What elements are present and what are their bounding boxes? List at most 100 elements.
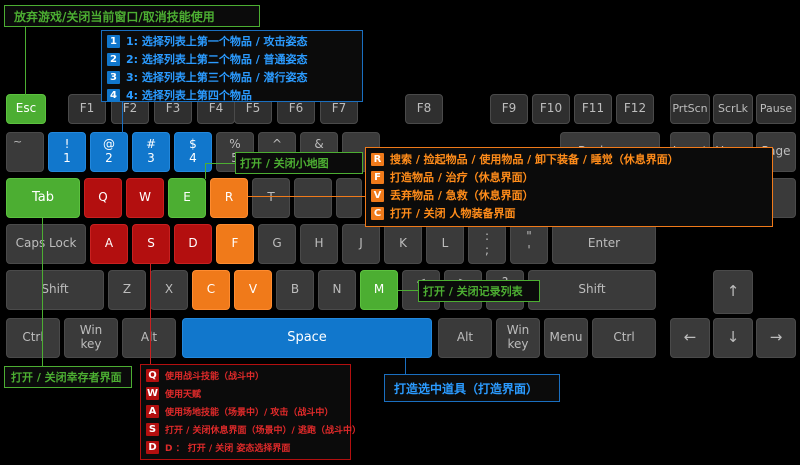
red-text-q: 使用战斗技能（战斗中）: [165, 371, 265, 382]
e-connector-h: [205, 163, 235, 164]
win-left-key[interactable]: Win key: [64, 318, 118, 358]
arrow-left-key[interactable]: ←: [670, 318, 710, 358]
k-key[interactable]: K: [384, 224, 422, 264]
s-key[interactable]: S: [132, 224, 170, 264]
d-key[interactable]: D: [174, 224, 212, 264]
b-key[interactable]: B: [276, 270, 314, 310]
w-key[interactable]: W: [126, 178, 164, 218]
shift-left-key[interactable]: Shift: [6, 270, 104, 310]
win-right-key-line2: key: [507, 337, 529, 351]
badge-v: V: [371, 188, 384, 202]
key-2-digit: 2: [105, 151, 113, 165]
number-row-3: 3 3: 选择列表上第三个物品 / 潜行姿态: [107, 68, 357, 86]
key-1-digit: 1: [63, 151, 71, 165]
minimap-note: 打开 / 关闭小地图: [235, 152, 363, 174]
m-key[interactable]: M: [360, 270, 398, 310]
tab-key[interactable]: Tab: [6, 178, 80, 218]
c-key[interactable]: C: [192, 270, 230, 310]
f1-key[interactable]: F1: [68, 94, 106, 124]
s-connector: [150, 264, 151, 364]
l-key[interactable]: L: [426, 224, 464, 264]
alt-right-key[interactable]: Alt: [438, 318, 492, 358]
f9-key[interactable]: F9: [490, 94, 528, 124]
pause-key[interactable]: Pause: [756, 94, 796, 124]
number-box: 1 1: 选择列表上第一个物品 / 攻击姿态 2 2: 选择列表上第二个物品 / 普…: [101, 30, 363, 102]
tab-connector: [42, 218, 43, 366]
capslock-key[interactable]: Caps Lock: [6, 224, 86, 264]
f-key[interactable]: F: [216, 224, 254, 264]
esc-note: 放弃游戏/关闭当前窗口/取消技能使用: [4, 5, 260, 27]
esc-connector: [25, 27, 26, 95]
key-4[interactable]: $ 4: [174, 132, 212, 172]
v-key[interactable]: V: [234, 270, 272, 310]
badge-1: 1: [107, 34, 120, 48]
q-key[interactable]: Q: [84, 178, 122, 218]
enter-key[interactable]: Enter: [552, 224, 656, 264]
g-key[interactable]: G: [258, 224, 296, 264]
f12-key[interactable]: F12: [616, 94, 654, 124]
key-1[interactable]: ! 1: [48, 132, 86, 172]
j-key[interactable]: J: [342, 224, 380, 264]
semicolon-key-bottom: ;: [484, 243, 490, 257]
badge-s: S: [146, 422, 159, 436]
key-3[interactable]: # 3: [132, 132, 170, 172]
r-key[interactable]: R: [210, 178, 248, 218]
f10-key[interactable]: F10: [532, 94, 570, 124]
key-1-symbol: !: [64, 137, 70, 152]
menu-key[interactable]: Menu: [544, 318, 588, 358]
ctrl-right-key[interactable]: Ctrl: [592, 318, 656, 358]
key-7-symbol: &: [314, 137, 324, 152]
semicolon-key[interactable]: : ;: [468, 224, 506, 264]
badge-c: C: [371, 206, 384, 220]
alt-left-key[interactable]: Alt: [122, 318, 176, 358]
badge-d: D: [146, 440, 159, 454]
scrlk-key[interactable]: ScrLk: [713, 94, 753, 124]
z-key[interactable]: Z: [108, 270, 146, 310]
quote-key-bottom: ': [527, 243, 531, 257]
esc-key[interactable]: Esc: [6, 94, 46, 124]
f11-key[interactable]: F11: [574, 94, 612, 124]
arrow-right-key[interactable]: →: [756, 318, 796, 358]
f8-key[interactable]: F8: [405, 94, 443, 124]
quote-key[interactable]: " ': [510, 224, 548, 264]
semicolon-key-top: :: [484, 229, 490, 244]
space-key[interactable]: Space: [182, 318, 432, 358]
tilde-key[interactable]: ~: [6, 132, 44, 172]
space-connector: [405, 358, 406, 374]
h-key[interactable]: H: [300, 224, 338, 264]
a-key[interactable]: A: [90, 224, 128, 264]
number-row-1: 1 1: 选择列表上第一个物品 / 攻击姿态: [107, 32, 357, 50]
e-connector-v: [205, 163, 206, 179]
key-4-digit: 4: [189, 151, 197, 165]
key-2[interactable]: @ 2: [90, 132, 128, 172]
number-text-2: 2: 选择列表上第二个物品 / 普通姿态: [126, 53, 308, 66]
prtscn-key[interactable]: PrtScn: [670, 94, 710, 124]
orange-row-c: C 打开 / 关闭 人物装备界面: [371, 204, 767, 222]
quote-key-top: ": [526, 229, 532, 244]
e-key[interactable]: E: [168, 178, 206, 218]
number-text-1: 1: 选择列表上第一个物品 / 攻击姿态: [126, 35, 308, 48]
y-key[interactable]: [294, 178, 332, 218]
key-2-symbol: @: [103, 137, 115, 152]
key-5-symbol: %: [229, 137, 241, 152]
u-key[interactable]: [336, 178, 362, 218]
win-right-key[interactable]: Win key: [496, 318, 540, 358]
x-key[interactable]: X: [150, 270, 188, 310]
ctrl-left-key[interactable]: Ctrl: [6, 318, 60, 358]
arrow-up-key[interactable]: ↑: [713, 270, 753, 314]
number-text-3: 3: 选择列表上第三个物品 / 潜行姿态: [126, 71, 308, 84]
badge-f: F: [371, 170, 384, 184]
orange-text-c: 打开 / 关闭 人物装备界面: [390, 207, 516, 220]
badge-4: 4: [107, 88, 120, 102]
n-key[interactable]: N: [318, 270, 356, 310]
red-text-d: D ： 打开 / 关闭 姿态选择界面: [165, 443, 291, 454]
t-key[interactable]: T: [252, 178, 290, 218]
badge-2: 2: [107, 52, 120, 66]
key-3-digit: 3: [147, 151, 155, 165]
shift-right-key[interactable]: Shift: [528, 270, 656, 310]
badge-3: 3: [107, 70, 120, 84]
arrow-down-key[interactable]: ↓: [713, 318, 753, 358]
